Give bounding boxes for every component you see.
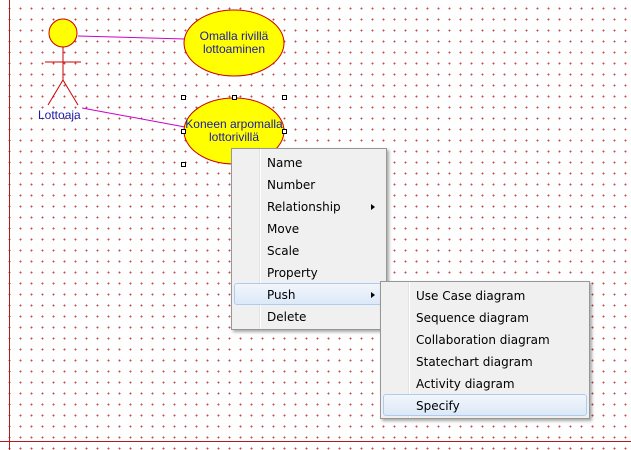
- usecase-label-1-line2: lottoaminen: [202, 42, 266, 56]
- push-submenu: Use Case diagram Sequence diagram Collab…: [380, 281, 590, 419]
- submenu-item-collaboration-diagram[interactable]: Collaboration diagram: [416, 333, 550, 347]
- submenu-item-specify[interactable]: Specify: [383, 394, 587, 416]
- association-line-2[interactable]: [81, 107, 186, 128]
- usecase-label-2-line2: lottorivillä: [208, 130, 259, 144]
- submenu-item-use-case-diagram[interactable]: Use Case diagram: [416, 289, 526, 303]
- actor-label: Lottoaja: [38, 108, 81, 122]
- usecase-ellipse-1[interactable]: [183, 9, 285, 77]
- menu-item-move[interactable]: Move: [267, 222, 300, 236]
- menu-item-number[interactable]: Number: [267, 178, 316, 192]
- menu-item-push-label: Push: [267, 288, 296, 302]
- submenu-item-sequence-diagram[interactable]: Sequence diagram: [416, 311, 529, 325]
- association-line-1[interactable]: [77, 35, 186, 40]
- submenu-arrow-icon: [371, 292, 375, 298]
- menu-item-delete[interactable]: Delete: [267, 310, 307, 324]
- menu-item-name[interactable]: Name: [267, 156, 303, 170]
- usecase-label-1-line1: Omalla rivillä: [199, 29, 269, 43]
- usecase-label-2: Koneen arpomalla lottorivillä: [179, 118, 289, 144]
- menu-item-push[interactable]: Push: [234, 283, 384, 305]
- actor-figure[interactable]: [45, 18, 81, 106]
- usecase-label-2-line1: Koneen arpomalla: [185, 117, 283, 131]
- submenu-item-activity-diagram[interactable]: Activity diagram: [416, 377, 515, 391]
- context-menu: Name Number Relationship Move Scale Prop…: [231, 148, 387, 330]
- submenu-arrow-icon: [371, 204, 375, 210]
- menu-item-property[interactable]: Property: [267, 266, 318, 280]
- selection-handle-middle-right[interactable]: [282, 129, 287, 134]
- selection-handle-middle-left[interactable]: [181, 129, 186, 134]
- menu-item-relationship[interactable]: Relationship: [234, 195, 384, 217]
- selection-handle-top-left[interactable]: [181, 95, 186, 100]
- selection-handle-bottom-left[interactable]: [181, 162, 186, 167]
- selection-handle-top-right[interactable]: [282, 95, 287, 100]
- menu-item-relationship-label: Relationship: [267, 200, 341, 214]
- usecase-label-1: Omalla rivillä lottoaminen: [179, 30, 289, 56]
- selection-handle-top-middle[interactable]: [232, 95, 237, 100]
- submenu-item-statechart-diagram[interactable]: Statechart diagram: [416, 355, 533, 369]
- menu-item-scale[interactable]: Scale: [267, 244, 300, 258]
